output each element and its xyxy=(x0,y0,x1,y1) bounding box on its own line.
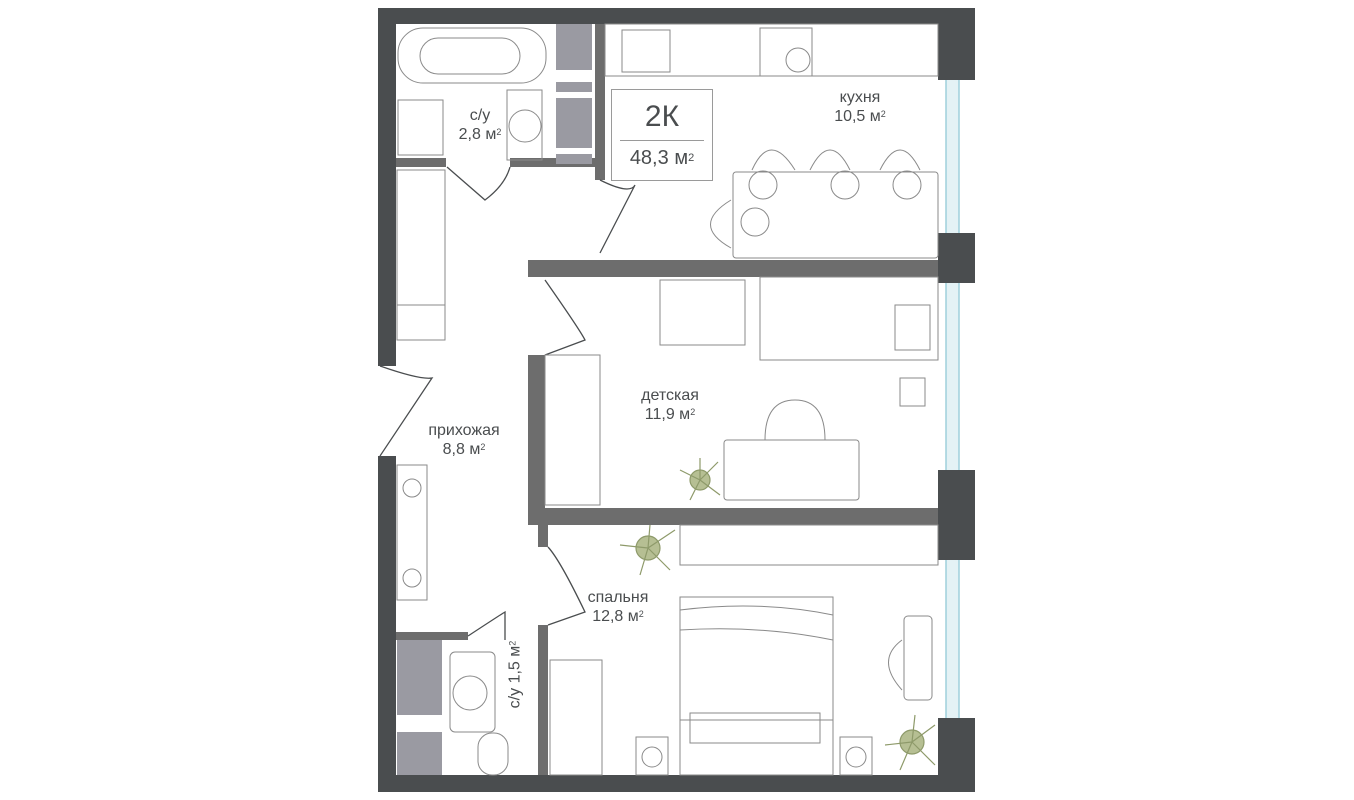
room-label-bathroom: с/у 2,8 м2 xyxy=(458,107,502,143)
apartment-type: 2К xyxy=(644,100,680,133)
plants xyxy=(619,458,936,771)
bathtub xyxy=(397,27,547,84)
bath-sink xyxy=(506,89,543,161)
shafts xyxy=(397,24,592,775)
plant-bedroom-corner xyxy=(884,714,936,771)
washing-machine xyxy=(397,99,444,156)
room-label-kids-room: детская 11,9 м2 xyxy=(641,387,699,423)
outer-walls xyxy=(378,8,975,792)
total-area: 48,3 м2 xyxy=(629,147,695,169)
furniture xyxy=(396,23,939,776)
toilet-bowl xyxy=(477,732,509,776)
nightstand-left xyxy=(635,736,669,776)
dresser xyxy=(903,615,933,701)
bedroom-wardrobe xyxy=(549,659,603,776)
bedroom-shelf xyxy=(679,524,939,566)
room-label-hallway: прихожая 8,8 м2 xyxy=(428,422,500,458)
toilet-sink xyxy=(449,651,496,733)
nightstand-right xyxy=(839,736,873,776)
kids-desk xyxy=(723,439,860,501)
plant-kids xyxy=(679,458,721,501)
inner-walls xyxy=(396,24,938,775)
dining-table xyxy=(732,171,939,259)
kids-bed xyxy=(759,276,939,361)
room-label-kitchen: кухня 10,5 м2 xyxy=(834,89,886,125)
wardrobe-hall xyxy=(396,169,446,306)
apartment-badge: 2К 48,3 м2 xyxy=(611,89,713,181)
window-kitchen xyxy=(945,77,960,236)
room-label-toilet: с/у 1,5 м2 xyxy=(506,640,524,709)
room-label-bedroom: спальня 12,8 м2 xyxy=(587,589,649,625)
badge-divider xyxy=(620,140,704,141)
kitchen-counter xyxy=(604,23,939,77)
bed xyxy=(679,596,834,776)
kids-wardrobe xyxy=(544,354,601,506)
window-kids-room xyxy=(945,281,960,473)
doors xyxy=(379,166,636,640)
windows xyxy=(945,77,960,721)
hall-cabinet xyxy=(396,464,428,601)
plant-bedroom-top xyxy=(619,524,676,576)
window-bedroom xyxy=(945,557,960,721)
